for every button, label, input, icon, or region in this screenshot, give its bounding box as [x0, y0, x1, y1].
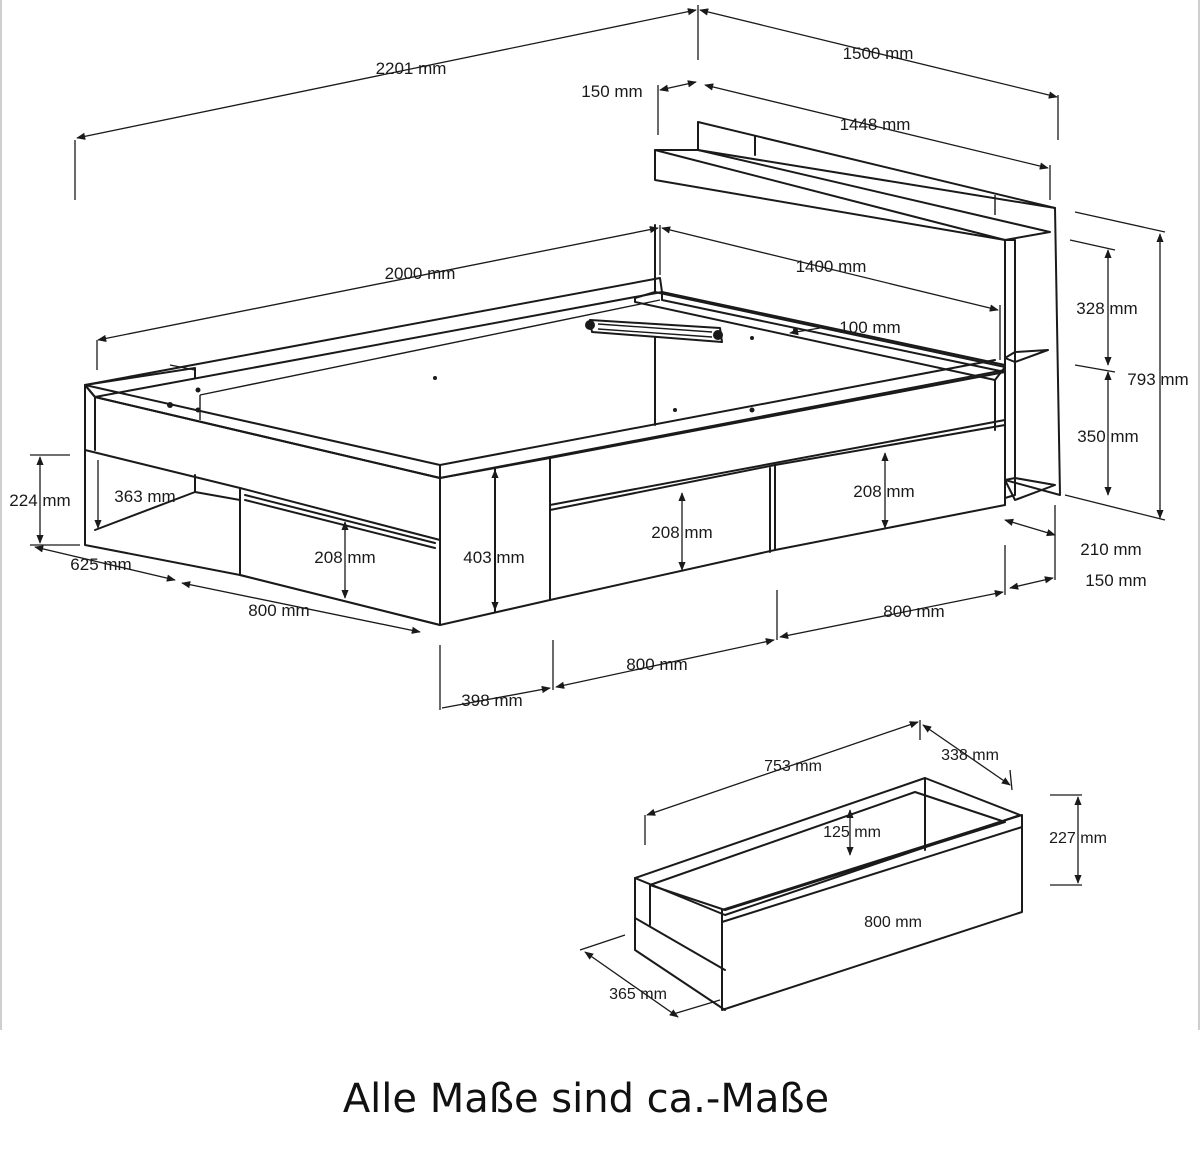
headboard-upright	[1004, 239, 1016, 499]
label-upper-shelf-gap: 328 mm	[1076, 299, 1137, 318]
side-bottom-shelf	[1004, 477, 1056, 501]
label-drawer-front-height-1: 208 mm	[314, 548, 375, 567]
label-lower-shelf-gap: 350 mm	[1077, 427, 1138, 446]
label-end-height: 224 mm	[9, 491, 70, 510]
label-end-width: 625 mm	[70, 555, 131, 574]
label-headboard-width: 1448 mm	[840, 115, 911, 134]
label-drawer-depth-outer: 753 mm	[764, 758, 822, 775]
label-drawer-front-width: 800 mm	[864, 914, 922, 931]
label-side-shelf-offset: 150 mm	[1085, 571, 1146, 590]
label-mattress-width: 1400 mm	[796, 257, 867, 276]
side-middle-shelf	[1004, 349, 1049, 363]
label-end-shelf-height: 363 mm	[114, 487, 175, 506]
headboard-top-shelf	[654, 149, 1051, 241]
label-drawer-depth-inner: 338 mm	[941, 747, 999, 764]
label-frame-height: 403 mm	[463, 548, 524, 567]
label-drawer-width-2: 800 mm	[626, 655, 687, 674]
label-drawer-side: 365 mm	[609, 986, 667, 1003]
bed-frame	[84, 121, 1061, 626]
caption-approx-dimensions: Alle Maße sind ca.-Maße	[343, 1076, 829, 1122]
label-overall-width: 1500 mm	[843, 44, 914, 63]
frame-left-rim	[84, 277, 663, 398]
label-drawer-front-height-3: 208 mm	[853, 482, 914, 501]
label-side-shelf-depth: 210 mm	[1080, 540, 1141, 559]
drawer-inner-rim	[649, 791, 1006, 911]
label-drawer-width-1: 800 mm	[248, 601, 309, 620]
dimension-labels: 2201 mm 1500 mm 150 mm 1448 mm 2000 mm 1…	[9, 44, 1188, 1003]
label-drawer-front-height-2: 208 mm	[651, 523, 712, 542]
label-shelf-depth: 100 mm	[839, 318, 900, 337]
label-headboard-depth: 150 mm	[581, 82, 642, 101]
label-drawer-width-3: 800 mm	[883, 602, 944, 621]
label-drawer-inner-height: 125 mm	[823, 824, 881, 841]
label-mattress-length: 2000 mm	[385, 264, 456, 283]
label-total-height: 793 mm	[1127, 370, 1188, 389]
drawer-front-panel	[721, 814, 1023, 1011]
label-overall-length: 2201 mm	[376, 59, 447, 78]
label-drawer-height: 227 mm	[1049, 830, 1107, 847]
dimension-lines	[30, 5, 1166, 1018]
label-side-offset: 398 mm	[461, 691, 522, 710]
drawer-detail	[634, 777, 1023, 1011]
